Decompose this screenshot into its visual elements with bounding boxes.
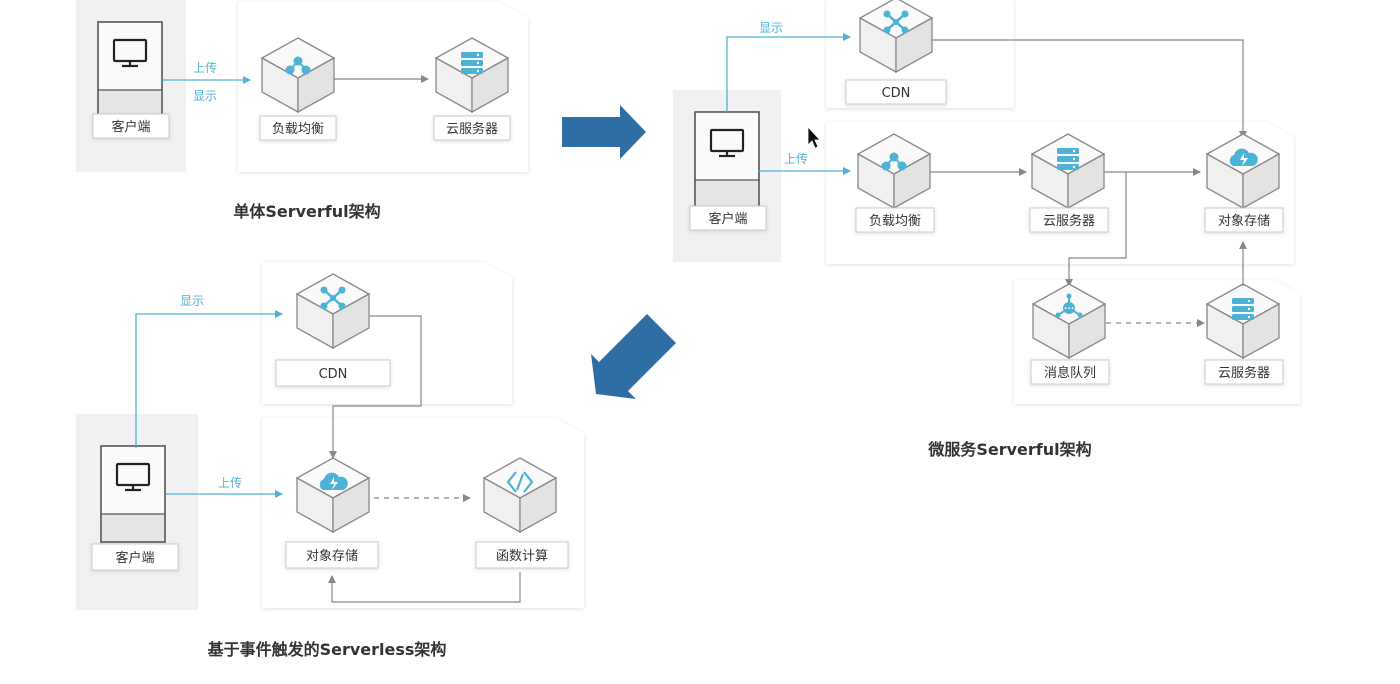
object-storage-label: 对象存储 xyxy=(306,549,358,564)
upload-edge-label: 上传 xyxy=(784,151,808,166)
cloud-server-2-label: 云服务器 xyxy=(1218,365,1270,381)
cdn-box xyxy=(275,359,391,387)
serverless-diagram: 客户端 显示 上传 CDN 对象存储 函数计算 基于事件触发的Serverles… xyxy=(76,262,584,659)
cdn-to-storage-edge xyxy=(329,315,422,459)
display-edge-label: 显示 xyxy=(759,21,783,35)
server-icon xyxy=(1232,298,1254,320)
monitor-icon xyxy=(693,110,761,210)
serverless-title: 基于事件触发的Serverless架构 xyxy=(207,640,447,659)
microservice-diagram: 客户端 显示 上传 CDN 负载均衡 云服务器 xyxy=(673,0,1300,459)
function-to-storage-edge xyxy=(328,572,521,603)
monolith-title: 单体Serverful架构 xyxy=(233,202,380,221)
object-storage-label: 对象存储 xyxy=(1218,214,1270,229)
display-edge-label: 显示 xyxy=(193,89,217,103)
load-balancer-label: 负载均衡 xyxy=(272,122,324,137)
cdn-to-storage-edge xyxy=(932,39,1247,139)
client-node xyxy=(689,205,767,231)
display-edge xyxy=(726,33,851,112)
message-queue-label: 消息队列 xyxy=(1044,365,1096,381)
client-label: 客户端 xyxy=(111,119,150,135)
client-node xyxy=(92,113,170,139)
cloud-server-label: 云服务器 xyxy=(446,121,498,137)
upload-edge-label: 上传 xyxy=(193,60,217,75)
function-compute-box xyxy=(475,541,569,569)
cloud-server-label: 云服务器 xyxy=(1043,213,1095,229)
upload-edge-label: 上传 xyxy=(218,475,242,490)
arrow-right-icon xyxy=(562,105,646,159)
microservice-title: 微服务Serverful架构 xyxy=(927,440,1091,459)
monolith-diagram: 客户端 上传 显示 负载均衡 云服务器 单体Serverful架构 xyxy=(76,0,528,221)
cdn-box xyxy=(845,79,947,105)
object-storage-box xyxy=(1204,207,1284,233)
function-compute-label: 函数计算 xyxy=(496,549,548,564)
arrow-down-left-icon xyxy=(591,314,676,399)
client-label: 客户端 xyxy=(115,550,154,566)
display-edge xyxy=(135,310,283,448)
client-node xyxy=(91,543,179,571)
cloud-server-box xyxy=(1029,207,1109,233)
monitor-icon xyxy=(99,444,167,544)
server-icon xyxy=(1057,148,1079,170)
cdn-label: CDN xyxy=(319,367,348,382)
cloud-server-box xyxy=(433,115,511,141)
display-edge-label: 显示 xyxy=(180,294,204,308)
cursor-icon xyxy=(807,125,821,149)
server-icon xyxy=(461,52,483,74)
server-to-queue-edge xyxy=(1065,172,1127,287)
load-balancer-box xyxy=(259,115,337,141)
load-balancer-label: 负载均衡 xyxy=(869,214,921,229)
load-balancer-box xyxy=(855,207,935,233)
cloud-server-2-box xyxy=(1204,359,1284,385)
monitor-icon xyxy=(96,20,164,120)
object-storage-box xyxy=(285,541,379,569)
client-label: 客户端 xyxy=(708,211,747,227)
message-queue-box xyxy=(1030,359,1110,385)
cdn-label: CDN xyxy=(882,86,911,101)
